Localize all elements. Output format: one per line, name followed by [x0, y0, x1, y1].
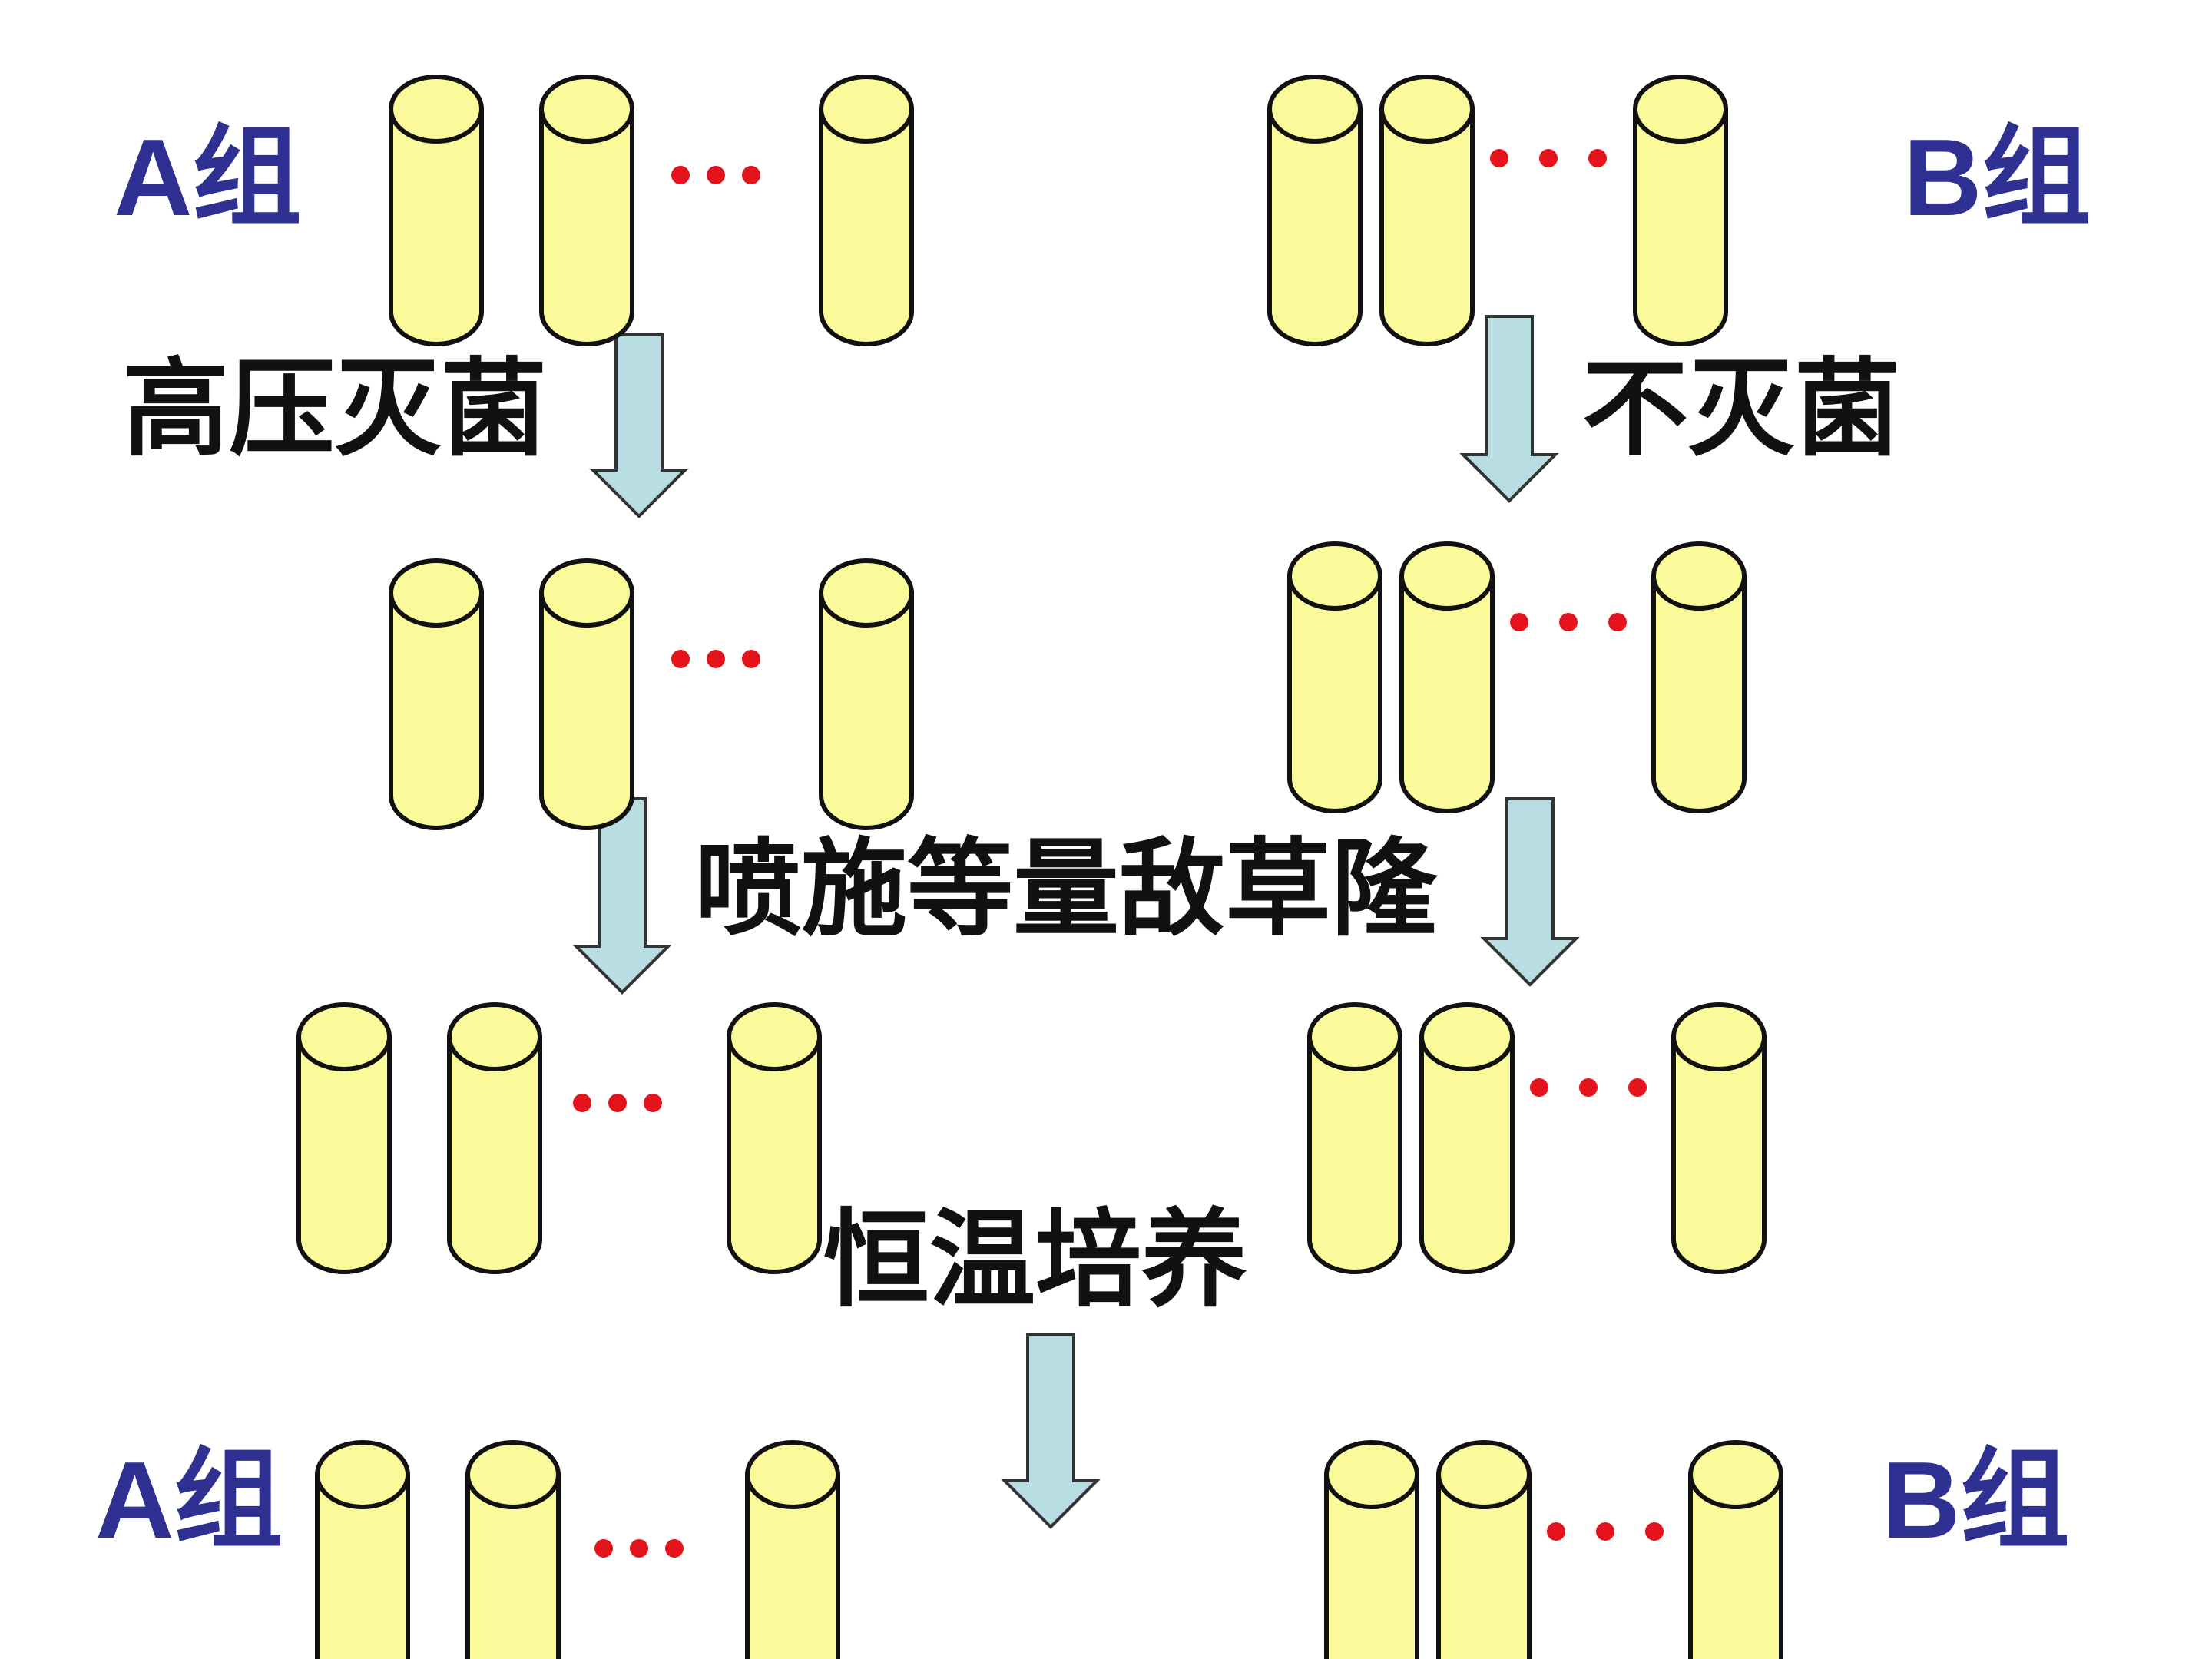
down-arrow-icon	[572, 797, 672, 995]
ellipsis-dots-icon	[573, 1094, 662, 1112]
tube-row-a-row-2	[389, 558, 914, 830]
test-tube-icon	[296, 1002, 392, 1274]
test-tube-icon	[1287, 541, 1382, 813]
test-tube-icon	[745, 1440, 840, 1659]
test-tube-icon	[1267, 75, 1363, 346]
no-sterilize-label: 不灭菌	[1582, 346, 1900, 471]
tube-rows	[296, 75, 1783, 1659]
tube-row-b-row-4	[1324, 1440, 1783, 1659]
down-arrow-icon	[589, 333, 689, 518]
test-tube-icon	[465, 1440, 561, 1659]
test-tube-icon	[539, 558, 634, 830]
test-tube-icon	[1651, 541, 1747, 813]
test-tube-icon	[1419, 1002, 1515, 1274]
ellipsis-dots-icon	[671, 166, 760, 184]
test-tube-icon	[1688, 1440, 1783, 1659]
sterilize-label: 高压灭菌	[123, 346, 547, 471]
test-tube-icon	[389, 75, 484, 346]
test-tube-icon	[819, 75, 914, 346]
tube-row-a-row-1	[389, 75, 914, 346]
down-arrow-icon	[1480, 797, 1580, 987]
tube-row-b-row-3	[1307, 1002, 1767, 1274]
incubate-label: 恒温培养	[823, 1197, 1247, 1322]
test-tube-icon	[315, 1440, 410, 1659]
tube-row-a-row-3	[296, 1002, 822, 1274]
ellipsis-dots-icon	[1490, 149, 1607, 167]
ellipsis-dots-icon	[1510, 613, 1627, 631]
test-tube-icon	[1633, 75, 1728, 346]
test-tube-icon	[819, 558, 914, 830]
tube-row-b-row-2	[1287, 541, 1747, 813]
test-tube-icon	[389, 558, 484, 830]
down-arrow-icon	[1001, 1333, 1101, 1529]
test-tube-icon	[1307, 1002, 1402, 1274]
test-tube-icon	[1379, 75, 1475, 346]
ellipsis-dots-icon	[671, 650, 760, 668]
tube-row-a-row-4	[315, 1440, 840, 1659]
test-tube-icon	[727, 1002, 822, 1274]
group-a-top-label: A组	[114, 117, 302, 239]
down-arrow-icon	[1459, 315, 1559, 503]
group-b-bottom-label: B组	[1882, 1439, 2070, 1561]
test-tube-icon	[1399, 541, 1495, 813]
tube-row-b-row-1	[1267, 75, 1728, 346]
test-tube-icon	[1324, 1440, 1419, 1659]
group-a-bottom-label: A组	[95, 1439, 283, 1561]
group-b-top-label: B组	[1903, 117, 2091, 239]
ellipsis-dots-icon	[594, 1539, 684, 1558]
ellipsis-dots-icon	[1530, 1078, 1647, 1097]
test-tube-icon	[1436, 1440, 1532, 1659]
ellipsis-dots-icon	[1547, 1522, 1664, 1541]
test-tube-icon	[447, 1002, 542, 1274]
spray-herbicide-label: 喷施等量敌草隆	[695, 826, 1439, 951]
arrows	[572, 315, 1580, 1529]
test-tube-icon	[1671, 1002, 1767, 1274]
test-tube-icon	[539, 75, 634, 346]
